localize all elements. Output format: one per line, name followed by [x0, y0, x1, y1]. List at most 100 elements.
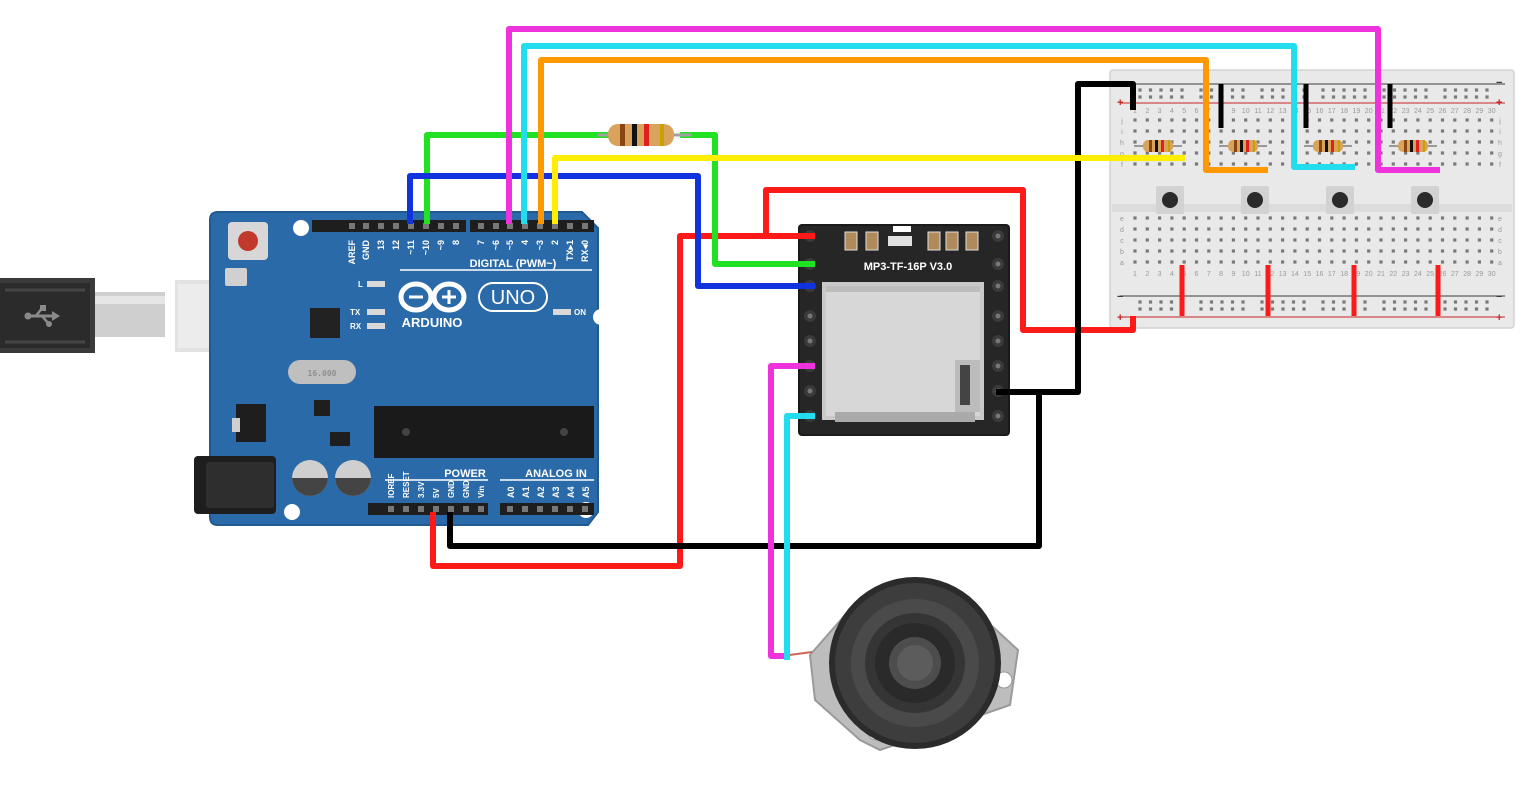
breadboard-rail-hole[interactable] [1464, 300, 1468, 304]
breadboard-hole[interactable] [1305, 227, 1309, 231]
breadboard-rail-hole[interactable] [1159, 95, 1163, 99]
breadboard-hole[interactable] [1158, 238, 1162, 242]
breadboard-hole[interactable] [1219, 249, 1223, 253]
breadboard-hole[interactable] [1182, 227, 1186, 231]
breadboard-hole[interactable] [1416, 227, 1420, 231]
breadboard-hole[interactable] [1342, 260, 1346, 264]
breadboard-rail-hole[interactable] [1485, 307, 1489, 311]
breadboard-hole[interactable] [1194, 140, 1199, 144]
breadboard-hole[interactable] [1268, 216, 1272, 220]
breadboard-hole[interactable] [1453, 238, 1457, 242]
breadboard-hole[interactable] [1391, 118, 1395, 122]
breadboard-hole[interactable] [1453, 227, 1457, 231]
breadboard-hole[interactable] [1231, 238, 1235, 242]
breadboard-hole[interactable] [1145, 249, 1149, 253]
breadboard-hole[interactable] [1268, 151, 1272, 155]
breadboard-hole[interactable] [1453, 260, 1457, 264]
breadboard-hole[interactable] [1477, 238, 1481, 242]
digital-pin-hole[interactable] [522, 223, 528, 229]
breadboard-hole[interactable] [1404, 162, 1408, 166]
breadboard-rail-hole[interactable] [1392, 300, 1397, 304]
breadboard-hole[interactable] [1465, 162, 1469, 166]
breadboard-hole[interactable] [1182, 162, 1186, 166]
power-pin-hole[interactable] [403, 506, 409, 512]
breadboard-rail-hole[interactable] [1331, 300, 1336, 304]
push-button[interactable] [1411, 186, 1439, 214]
breadboard-hole[interactable] [1281, 118, 1285, 122]
breadboard-hole[interactable] [1182, 118, 1186, 122]
breadboard-rail-hole[interactable] [1270, 95, 1275, 99]
breadboard-rail-hole[interactable] [1424, 307, 1428, 311]
breadboard-hole[interactable] [1477, 129, 1481, 133]
breadboard-hole[interactable] [1391, 140, 1395, 144]
breadboard-hole[interactable] [1428, 249, 1432, 253]
breadboard-hole[interactable] [1477, 151, 1481, 155]
breadboard-hole[interactable] [1391, 129, 1395, 133]
power-pin-hole[interactable] [433, 506, 439, 512]
breadboard-hole[interactable] [1391, 151, 1395, 155]
breadboard-hole[interactable] [1133, 140, 1137, 144]
breadboard-hole[interactable] [1244, 227, 1248, 231]
breadboard-hole[interactable] [1256, 249, 1260, 253]
breadboard-rail-hole[interactable] [1352, 88, 1357, 92]
breadboard-rail-hole[interactable] [1138, 88, 1142, 92]
breadboard-hole[interactable] [1490, 151, 1494, 155]
breadboard-hole[interactable] [1219, 238, 1223, 242]
breadboard-hole[interactable] [1231, 151, 1235, 155]
breadboard-rail-hole[interactable] [1230, 88, 1235, 92]
breadboard-hole[interactable] [1281, 151, 1285, 155]
breadboard-rail-hole[interactable] [1260, 300, 1264, 304]
breadboard-hole[interactable] [1194, 238, 1199, 242]
breadboard-hole[interactable] [1231, 118, 1235, 122]
breadboard-hole[interactable] [1231, 129, 1235, 133]
breadboard-hole[interactable] [1293, 227, 1297, 231]
digital-pin-hole[interactable] [408, 223, 414, 229]
breadboard-hole[interactable] [1367, 118, 1371, 122]
breadboard-hole[interactable] [1256, 151, 1260, 155]
breadboard-hole[interactable] [1354, 162, 1358, 166]
breadboard-rail-hole[interactable] [1241, 95, 1245, 99]
power-pin-hole[interactable] [448, 506, 454, 512]
breadboard-hole[interactable] [1194, 118, 1199, 122]
breadboard-hole[interactable] [1404, 260, 1408, 264]
breadboard-hole[interactable] [1244, 260, 1248, 264]
digital-pin-hole[interactable] [423, 223, 429, 229]
breadboard-hole[interactable] [1194, 129, 1199, 133]
breadboard-hole[interactable] [1367, 216, 1371, 220]
breadboard-hole[interactable] [1330, 216, 1334, 220]
breadboard-rail-hole[interactable] [1363, 300, 1367, 304]
analog-pin-hole[interactable] [582, 506, 588, 512]
breadboard-rail-hole[interactable] [1453, 88, 1458, 92]
breadboard-hole[interactable] [1465, 118, 1469, 122]
breadboard-hole[interactable] [1231, 227, 1235, 231]
breadboard-hole[interactable] [1244, 238, 1248, 242]
breadboard-rail-hole[interactable] [1474, 88, 1479, 92]
breadboard-hole[interactable] [1231, 260, 1235, 264]
breadboard-hole[interactable] [1416, 260, 1420, 264]
breadboard-hole[interactable] [1158, 129, 1162, 133]
breadboard-rail-hole[interactable] [1331, 307, 1336, 311]
breadboard-hole[interactable] [1490, 260, 1494, 264]
breadboard-hole[interactable] [1330, 129, 1334, 133]
breadboard-hole[interactable] [1145, 260, 1149, 264]
breadboard-rail-hole[interactable] [1159, 300, 1163, 304]
breadboard-rail-hole[interactable] [1148, 300, 1153, 304]
breadboard-hole[interactable] [1182, 129, 1186, 133]
breadboard-hole[interactable] [1293, 249, 1297, 253]
breadboard-hole[interactable] [1379, 227, 1383, 231]
breadboard-rail-hole[interactable] [1270, 300, 1275, 304]
breadboard-rail-hole[interactable] [1392, 95, 1397, 99]
breadboard-hole[interactable] [1416, 151, 1420, 155]
breadboard-hole[interactable] [1428, 118, 1432, 122]
breadboard-hole[interactable] [1465, 140, 1469, 144]
breadboard-hole[interactable] [1404, 129, 1408, 133]
breadboard-hole[interactable] [1490, 118, 1494, 122]
breadboard-hole[interactable] [1367, 140, 1371, 144]
digital-pin-hole[interactable] [567, 223, 573, 229]
breadboard-rail-hole[interactable] [1321, 307, 1325, 311]
analog-pin-hole[interactable] [522, 506, 528, 512]
breadboard-hole[interactable] [1428, 238, 1432, 242]
breadboard-hole[interactable] [1194, 151, 1199, 155]
breadboard-hole[interactable] [1170, 151, 1174, 155]
breadboard-hole[interactable] [1367, 151, 1371, 155]
